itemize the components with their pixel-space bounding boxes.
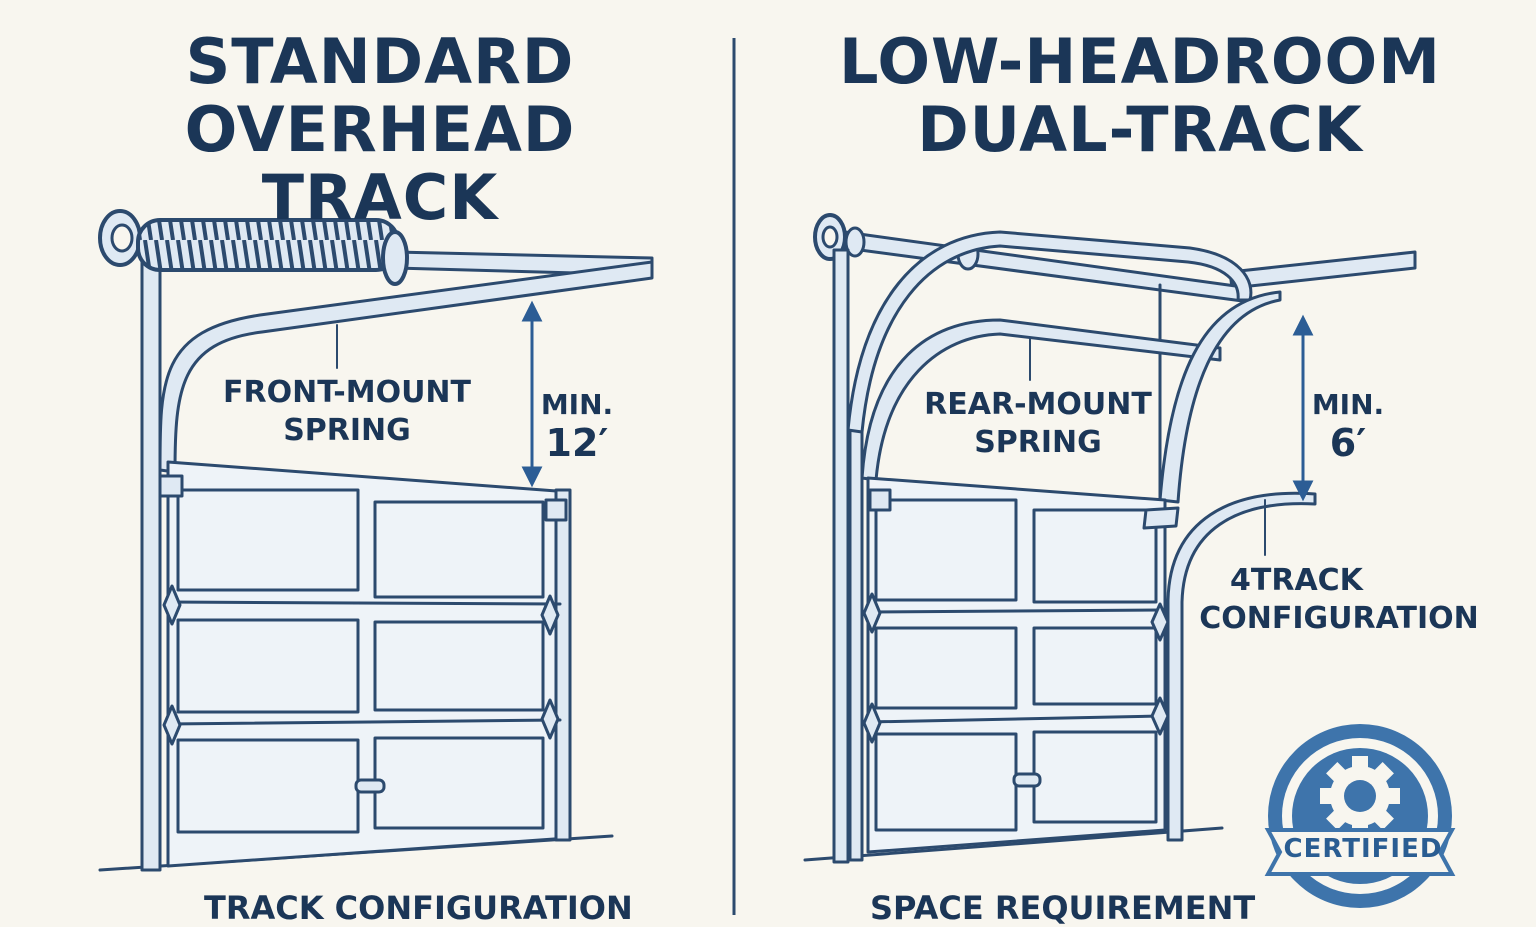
four-track-label-line1: 4TRACK — [1230, 563, 1363, 598]
low-headroom-title-line2: DUAL-TRACK — [917, 93, 1363, 166]
low-headroom-title-line1: LOW-HEADROOM — [839, 25, 1441, 98]
standard-min-headroom: MIN. 12′ — [532, 388, 622, 464]
standard-door-diagram — [98, 209, 654, 872]
low-headroom-min-value: 6′ — [1329, 421, 1367, 465]
certified-badge-label: CERTIFIED — [1283, 834, 1443, 864]
standard-min-label: MIN. — [540, 388, 614, 421]
rear-mount-label-line1: REAR-MOUNT — [924, 387, 1152, 422]
certified-badge — [1264, 724, 1456, 908]
standard-title-line2: OVERHEAD TRACK — [184, 93, 576, 234]
rear-mount-spring-label: REAR-MOUNT SPRING — [918, 386, 1158, 462]
low-headroom-title: LOW-HEADROOM DUAL-TRACK — [790, 28, 1490, 164]
standard-title-line1: STANDARD — [185, 25, 575, 98]
low-headroom-min: MIN. 6′ — [1308, 388, 1388, 464]
four-track-label: 4TRACK CONFIGURATION — [1196, 562, 1482, 638]
standard-min-value: 12′ — [545, 421, 609, 465]
rear-mount-label-line2: SPRING — [974, 425, 1102, 460]
standard-headroom-arrow — [521, 300, 543, 488]
front-mount-label-line1: FRONT-MOUNT — [223, 375, 471, 410]
low-headroom-min-label: MIN. — [1311, 388, 1385, 421]
front-mount-label-line2: SPRING — [283, 413, 411, 448]
low-headroom-footer: SPACE REQUIREMENT — [870, 889, 1256, 927]
low-headroom-door-diagram — [803, 213, 1417, 864]
four-track-label-line2: CONFIGURATION — [1199, 601, 1479, 636]
standard-title: STANDARD OVERHEAD TRACK — [60, 28, 700, 232]
front-mount-spring-label: FRONT-MOUNT SPRING — [212, 374, 482, 450]
standard-footer: TRACK CONFIGURATION — [204, 889, 633, 927]
low-headroom-arrow — [1292, 314, 1314, 502]
